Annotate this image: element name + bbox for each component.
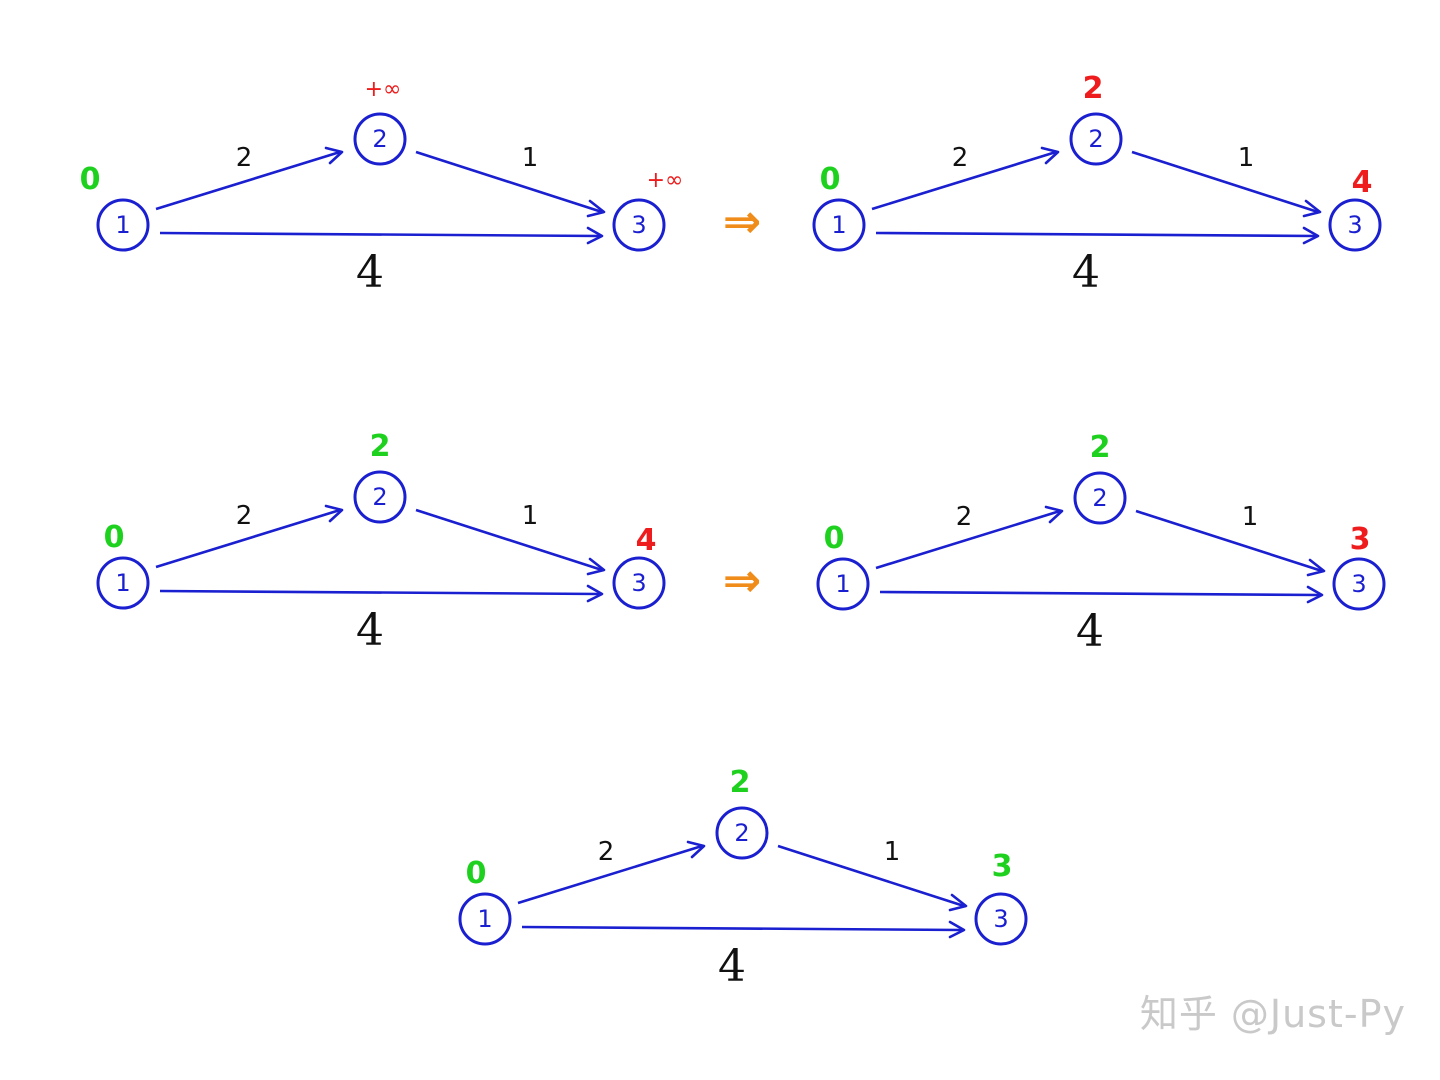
edge-1-2 [517,844,703,905]
distance-node-2: 2 [1090,430,1111,465]
node-label: 1 [115,569,130,597]
node-2 [1073,471,1127,525]
transition-arrow-icon: ⇒ [723,553,762,607]
edge-weight-1-3: 4 [718,941,746,992]
edge-weight-1-2: 2 [952,143,969,173]
distance-node-3: +∞ [647,168,684,193]
edge-1-2 [871,150,1057,211]
node-1 [812,198,866,252]
edge-1-3 [159,589,601,596]
edge-weight-1-3: 4 [1072,247,1100,298]
node-label: 1 [477,905,492,933]
arrow-head-icon [586,557,606,576]
distance-node-3: 3 [992,849,1013,884]
edge-weight-2-3: 1 [1242,502,1259,532]
node-2 [353,470,407,524]
edge-1-3 [875,231,1317,238]
edge-weight-1-2: 2 [236,143,253,173]
edge-weight-1-2: 2 [236,501,253,531]
edge-1-2 [875,509,1061,570]
node-label: 3 [631,569,646,597]
node-3 [612,556,666,610]
edge-weight-2-3: 1 [884,837,901,867]
distance-node-3: 3 [1350,522,1371,557]
arrow-head-icon [948,920,966,939]
node-label: 3 [1347,211,1362,239]
edge-weight-2-3: 1 [522,501,539,531]
edge-1-3 [521,925,963,932]
graph-panel-3: 2 1 4 1 2 3 0 2 4 [96,429,666,656]
distance-node-1: 0 [466,856,487,891]
arrow-head-icon [324,504,344,523]
node-3 [1328,198,1382,252]
node-label: 1 [831,211,846,239]
arrow-head-icon [948,893,968,912]
distance-node-1: 0 [824,521,845,556]
graph-panel-2: 2 1 4 1 2 3 0 2 4 [812,71,1382,298]
edge-2-3 [1131,150,1319,214]
node-1 [96,198,150,252]
node-label: 1 [835,570,850,598]
edge-1-3 [159,231,601,238]
arrow-head-icon [1302,226,1320,245]
distance-node-2: 2 [730,765,751,800]
node-2 [1069,112,1123,166]
edge-2-3 [415,150,603,214]
node-3 [974,892,1028,946]
arrow-head-icon [1306,558,1326,577]
distance-node-1: 0 [820,162,841,197]
arrow-head-icon [324,146,344,165]
node-1 [96,556,150,610]
node-label: 2 [734,819,749,847]
distance-node-2: +∞ [365,77,402,102]
distance-node-1: 0 [104,520,125,555]
node-label: 2 [1088,125,1103,153]
node-label: 2 [372,125,387,153]
edge-weight-1-3: 4 [1076,606,1104,657]
arrow-head-icon [586,584,604,603]
watermark: 知乎 @Just-Py [1139,992,1406,1036]
arrow-head-icon [1044,505,1064,524]
edge-2-3 [415,508,603,572]
graph-panel-4: 2 1 4 1 2 3 0 2 3 [816,430,1386,657]
node-label: 3 [631,211,646,239]
arrow-head-icon [586,226,604,245]
graph-panel-5: 2 1 4 1 2 3 0 2 3 [458,765,1028,992]
edge-weight-1-2: 2 [956,502,973,532]
edge-2-3 [1135,509,1323,573]
node-label: 2 [1092,484,1107,512]
edge-weight-1-3: 4 [356,605,384,656]
arrow-head-icon [1302,199,1322,218]
node-label: 2 [372,483,387,511]
edge-1-3 [879,590,1321,597]
edge-weight-1-2: 2 [598,837,615,867]
arrow-head-icon [686,840,706,859]
edge-2-3 [777,844,965,908]
distance-node-3: 4 [636,523,657,558]
node-label: 3 [993,905,1008,933]
distance-node-3: 4 [1352,165,1373,200]
graph-panel-1: 2 1 4 1 2 3 0 +∞ +∞ [80,77,684,298]
node-2 [715,806,769,860]
edge-weight-2-3: 1 [1238,143,1255,173]
node-3 [1332,557,1386,611]
arrow-head-icon [1040,146,1060,165]
node-label: 1 [115,211,130,239]
node-3 [612,198,666,252]
distance-node-2: 2 [370,429,391,464]
edge-1-2 [155,150,341,211]
node-1 [816,557,870,611]
transition-arrow-icon: ⇒ [723,194,762,248]
arrow-head-icon [1306,585,1324,604]
edge-weight-1-3: 4 [356,247,384,298]
node-label: 3 [1351,570,1366,598]
arrow-head-icon [586,199,606,218]
node-2 [353,112,407,166]
distance-node-1: 0 [80,162,101,197]
edge-1-2 [155,508,341,569]
node-1 [458,892,512,946]
distance-node-2: 2 [1083,71,1104,106]
edge-weight-2-3: 1 [522,143,539,173]
